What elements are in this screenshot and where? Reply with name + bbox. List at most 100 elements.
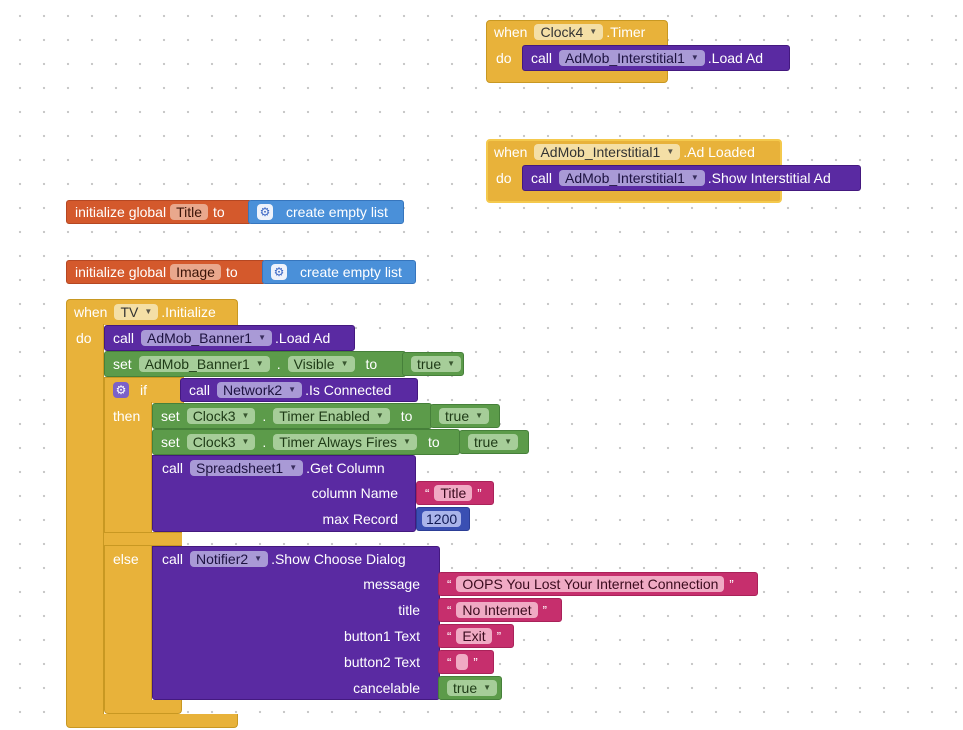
dropdown-arrow-icon: ▼ bbox=[589, 27, 598, 36]
dropdown-arrow-icon: ▼ bbox=[255, 359, 264, 368]
create-empty-list-label: create empty list bbox=[286, 204, 388, 220]
else-keyword: else bbox=[113, 551, 139, 567]
dropdown-arrow-icon: ▼ bbox=[288, 385, 297, 394]
tv-initialize-spine bbox=[66, 324, 104, 716]
if-block-bottom bbox=[104, 700, 182, 714]
set-banner-visible-block[interactable]: set AdMob_Banner1▼ . Visible▼ to bbox=[104, 351, 406, 377]
string-block[interactable]: “ Title ” bbox=[416, 481, 494, 505]
component-dropdown[interactable]: Clock4▼ bbox=[534, 24, 604, 40]
get-column-header: call Spreadsheet1▼ .Get Column bbox=[154, 458, 393, 478]
property-dropdown[interactable]: Timer Enabled▼ bbox=[273, 408, 390, 424]
gear-icon[interactable]: ⚙ bbox=[257, 204, 273, 220]
string-block[interactable]: “ Exit ” bbox=[438, 624, 514, 648]
create-empty-list-block[interactable]: ⚙ create empty list bbox=[262, 260, 416, 284]
method-name: .Load Ad bbox=[275, 330, 331, 346]
when-keyword: when bbox=[494, 24, 528, 40]
dot-separator: . bbox=[262, 434, 267, 450]
if-block-mid bbox=[104, 532, 182, 546]
gear-icon[interactable]: ⚙ bbox=[113, 382, 129, 398]
target-dropdown[interactable]: Network2▼ bbox=[217, 382, 303, 398]
target-dropdown[interactable]: AdMob_Banner1▼ bbox=[138, 356, 270, 372]
method-name: .Load Ad bbox=[707, 50, 764, 66]
property-dropdown[interactable]: Visible▼ bbox=[287, 356, 355, 372]
choose-dialog-header: call Notifier2▼ .Show Choose Dialog bbox=[154, 549, 414, 569]
string-block[interactable]: “ OOPS You Lost Your Internet Connection… bbox=[438, 572, 758, 596]
dropdown-arrow-icon: ▼ bbox=[258, 333, 267, 342]
dropdown-arrow-icon: ▼ bbox=[241, 411, 250, 420]
component-dropdown[interactable]: AdMob_Interstitial1▼ bbox=[534, 144, 681, 160]
open-quote: “ bbox=[447, 654, 452, 670]
cancelable-label: cancelable bbox=[353, 680, 420, 696]
target-dropdown[interactable]: Clock3▼ bbox=[186, 408, 256, 424]
call-network-is-connected-block[interactable]: call Network2▼ .Is Connected bbox=[180, 378, 418, 402]
boolean-dropdown[interactable]: true▼ bbox=[468, 434, 519, 450]
dropdown-arrow-icon: ▼ bbox=[289, 463, 298, 472]
dropdown-arrow-icon: ▼ bbox=[690, 53, 699, 62]
call-load-ad-interstitial-block[interactable]: call AdMob_Interstitial1▼ .Load Ad bbox=[522, 45, 790, 71]
property-dropdown[interactable]: Timer Always Fires▼ bbox=[273, 434, 417, 450]
number-block[interactable]: 1200 bbox=[416, 507, 470, 531]
create-empty-list-block[interactable]: ⚙ create empty list bbox=[248, 200, 404, 224]
boolean-dropdown[interactable]: true▼ bbox=[447, 680, 498, 696]
true-boolean-block[interactable]: true▼ bbox=[438, 676, 502, 700]
string-value-field[interactable]: Exit bbox=[456, 628, 492, 644]
initialize-global-keyword: initialize global bbox=[75, 264, 167, 280]
close-quote: ” bbox=[542, 602, 547, 618]
set-keyword: set bbox=[161, 434, 180, 450]
method-name: .Show Choose Dialog bbox=[271, 551, 406, 567]
init-global-image-block[interactable]: initialize global Image to bbox=[66, 260, 266, 284]
close-quote: ” bbox=[477, 485, 482, 501]
true-boolean-block[interactable]: true▼ bbox=[459, 430, 529, 454]
dropdown-arrow-icon: ▼ bbox=[690, 173, 699, 182]
target-dropdown[interactable]: AdMob_Interstitial1▼ bbox=[559, 50, 705, 66]
target-dropdown[interactable]: AdMob_Interstitial1▼ bbox=[559, 170, 705, 186]
number-value-field[interactable]: 1200 bbox=[422, 511, 462, 527]
dot-separator: . bbox=[276, 356, 281, 372]
boolean-dropdown[interactable]: true▼ bbox=[411, 356, 462, 372]
tv-initialize-header: when TV▼ .Initialize bbox=[66, 302, 224, 322]
variable-name-field[interactable]: Image bbox=[170, 264, 221, 280]
component-dropdown[interactable]: TV▼ bbox=[114, 304, 159, 320]
event-name: .Ad Loaded bbox=[683, 144, 755, 160]
set-clock3-timer-enabled-block[interactable]: set Clock3▼ . Timer Enabled▼ to bbox=[152, 403, 432, 429]
max-record-label: max Record bbox=[322, 511, 398, 527]
close-quote: ” bbox=[496, 628, 502, 644]
target-dropdown[interactable]: Spreadsheet1▼ bbox=[190, 460, 304, 476]
to-keyword: to bbox=[365, 356, 378, 372]
dropdown-arrow-icon: ▼ bbox=[340, 359, 349, 368]
target-dropdown[interactable]: AdMob_Banner1▼ bbox=[141, 330, 273, 346]
close-quote: ” bbox=[473, 654, 478, 670]
then-keyword: then bbox=[113, 408, 141, 424]
to-keyword: to bbox=[400, 408, 413, 424]
string-value-field[interactable]: No Internet bbox=[456, 602, 538, 618]
dropdown-arrow-icon: ▼ bbox=[254, 554, 263, 563]
button1-text-label: button1 Text bbox=[343, 628, 420, 644]
true-boolean-block[interactable]: true▼ bbox=[430, 404, 500, 428]
true-boolean-block[interactable]: true▼ bbox=[402, 352, 464, 376]
call-show-choose-dialog-block[interactable] bbox=[152, 546, 440, 700]
if-block-spine bbox=[104, 402, 152, 708]
set-clock3-always-fires-block[interactable]: set Clock3▼ . Timer Always Fires▼ to bbox=[152, 429, 460, 455]
column-name-label: column Name bbox=[311, 485, 398, 501]
init-global-title-block[interactable]: initialize global Title to bbox=[66, 200, 252, 224]
target-dropdown[interactable]: Clock3▼ bbox=[186, 434, 256, 450]
call-show-interstitial-block[interactable]: call AdMob_Interstitial1▼ .Show Intersti… bbox=[522, 165, 861, 191]
to-keyword: to bbox=[213, 204, 225, 220]
method-name: .Is Connected bbox=[305, 382, 392, 398]
open-quote: “ bbox=[425, 485, 430, 501]
string-value-field[interactable]: Title bbox=[434, 485, 473, 501]
string-value-field[interactable]: OOPS You Lost Your Internet Connection bbox=[456, 576, 725, 592]
open-quote: “ bbox=[447, 628, 452, 644]
title-label: title bbox=[398, 602, 420, 618]
dropdown-arrow-icon: ▼ bbox=[144, 307, 153, 316]
dropdown-arrow-icon: ▼ bbox=[475, 411, 484, 420]
call-banner-load-ad-block[interactable]: call AdMob_Banner1▼ .Load Ad bbox=[104, 325, 355, 351]
open-quote: “ bbox=[447, 576, 452, 592]
gear-icon[interactable]: ⚙ bbox=[271, 264, 287, 280]
boolean-dropdown[interactable]: true▼ bbox=[439, 408, 490, 424]
string-value-field[interactable] bbox=[456, 654, 469, 670]
variable-name-field[interactable]: Title bbox=[170, 204, 208, 220]
string-block[interactable]: “ No Internet ” bbox=[438, 598, 562, 622]
string-block[interactable]: “ ” bbox=[438, 650, 494, 674]
target-dropdown[interactable]: Notifier2▼ bbox=[190, 551, 269, 567]
